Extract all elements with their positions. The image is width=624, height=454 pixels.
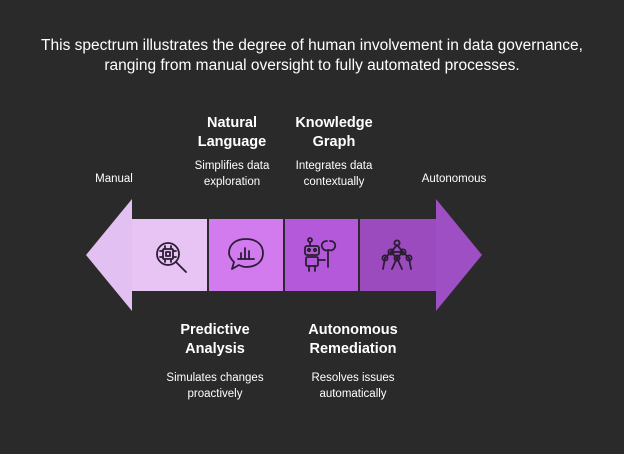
right-arrowhead [436,199,482,311]
stage-description: Integrates data contextually [295,160,373,188]
stage-box-natural-language [209,219,283,291]
stage-knowledge-graph-label: Knowledge Graph Integrates data contextu… [278,114,390,190]
intro-line-2: ranging from manual oversight to fully a… [104,57,520,74]
stage-title: Autonomous Remediation [308,322,398,357]
stage-description: Resolves issues automatically [311,372,395,400]
stage-description: Simplifies data exploration [194,160,270,188]
stage-title: Predictive Analysis [180,322,250,357]
stage-description: Simulates changes proactively [166,372,264,400]
manual-label: Manual [95,173,133,185]
left-arrowhead [86,199,132,311]
intro-line-1: This spectrum illustrates the degree of … [41,37,583,54]
stage-natural-language-label: Natural Language Simplifies data explora… [178,114,286,190]
robot-wrench-icon [304,237,337,272]
stage-title: Natural Language [197,115,267,150]
stage-box-knowledge-graph [285,219,358,291]
intro-text: This spectrum illustrates the degree of … [0,36,624,76]
stage-predictive-analysis-label: Predictive Analysis Simulates changes pr… [150,321,280,402]
stage-autonomous-remediation-label: Autonomous Remediation Resolves issues a… [288,321,418,402]
stage-title: Knowledge Graph [295,115,373,150]
chip-search-icon [156,242,187,273]
chat-chart-icon [228,238,264,270]
autonomous-label: Autonomous [421,173,487,185]
network-icon [381,239,413,270]
